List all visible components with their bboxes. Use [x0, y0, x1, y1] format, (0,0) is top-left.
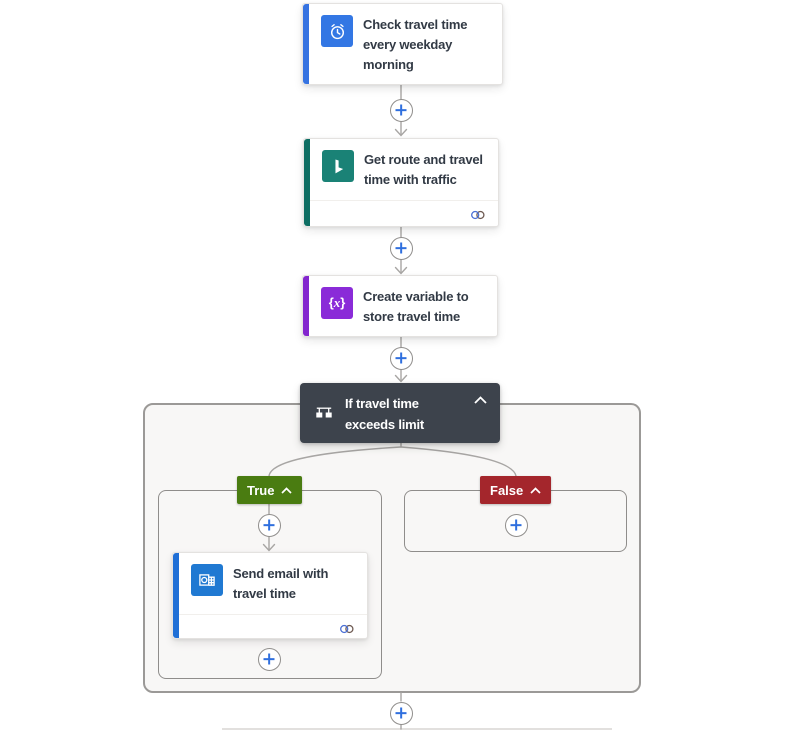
recurrence-icon — [321, 15, 353, 47]
next-card-top-edge — [222, 728, 612, 730]
insert-step-button-3[interactable] — [389, 346, 413, 370]
insert-step-after-condition-button[interactable] — [389, 701, 413, 725]
outlook-icon — [191, 564, 223, 596]
send-email-card-footer — [179, 614, 367, 642]
false-branch-label: False — [490, 482, 524, 498]
get-route-card-footer — [310, 200, 498, 228]
condition-card[interactable]: If travel time exceeds limit — [300, 383, 500, 443]
bing-maps-icon — [322, 150, 354, 182]
connections-icon[interactable] — [470, 209, 486, 221]
get-route-title: Get route and travel time with traffic — [364, 152, 483, 187]
insert-step-button-2[interactable] — [389, 236, 413, 260]
collapse-true-chevron-icon — [281, 486, 292, 494]
send-email-card-main: Send email with travel time — [173, 553, 367, 614]
trigger-card-main: Check travel time every weekday morning — [303, 4, 502, 85]
insert-action-true-branch-button[interactable] — [257, 513, 281, 537]
condition-title: If travel time exceeds limit — [345, 395, 425, 432]
insert-action-false-branch-button[interactable] — [504, 513, 528, 537]
true-branch-label: True — [247, 482, 275, 498]
send-email-accent-bar — [173, 553, 179, 638]
get-route-card[interactable]: Get route and travel time with traffic — [303, 138, 499, 227]
insert-action-after-email-button[interactable] — [257, 647, 281, 671]
variable-icon: {x} — [321, 287, 353, 319]
send-email-card[interactable]: Send email with travel time — [172, 552, 368, 639]
connections-icon[interactable] — [339, 623, 355, 635]
collapse-false-chevron-icon — [530, 486, 541, 494]
insert-step-button-1[interactable] — [389, 98, 413, 122]
trigger-accent-bar — [303, 4, 309, 84]
get-route-accent-bar — [304, 139, 310, 226]
create-variable-card[interactable]: {x} Create variable to store travel time — [302, 275, 498, 337]
trigger-title: Check travel time every weekday morning — [363, 17, 468, 72]
get-route-card-main: Get route and travel time with traffic — [304, 139, 498, 200]
send-email-title: Send email with travel time — [233, 566, 329, 601]
create-variable-accent-bar — [303, 276, 309, 336]
create-variable-title: Create variable to store travel time — [363, 289, 469, 324]
true-branch-badge[interactable]: True — [237, 476, 302, 504]
false-branch-badge[interactable]: False — [480, 476, 551, 504]
create-variable-card-main: {x} Create variable to store travel time — [303, 276, 497, 337]
condition-icon — [314, 403, 334, 423]
trigger-card[interactable]: Check travel time every weekday morning — [302, 3, 503, 85]
collapse-condition-chevron-icon[interactable] — [474, 396, 487, 404]
